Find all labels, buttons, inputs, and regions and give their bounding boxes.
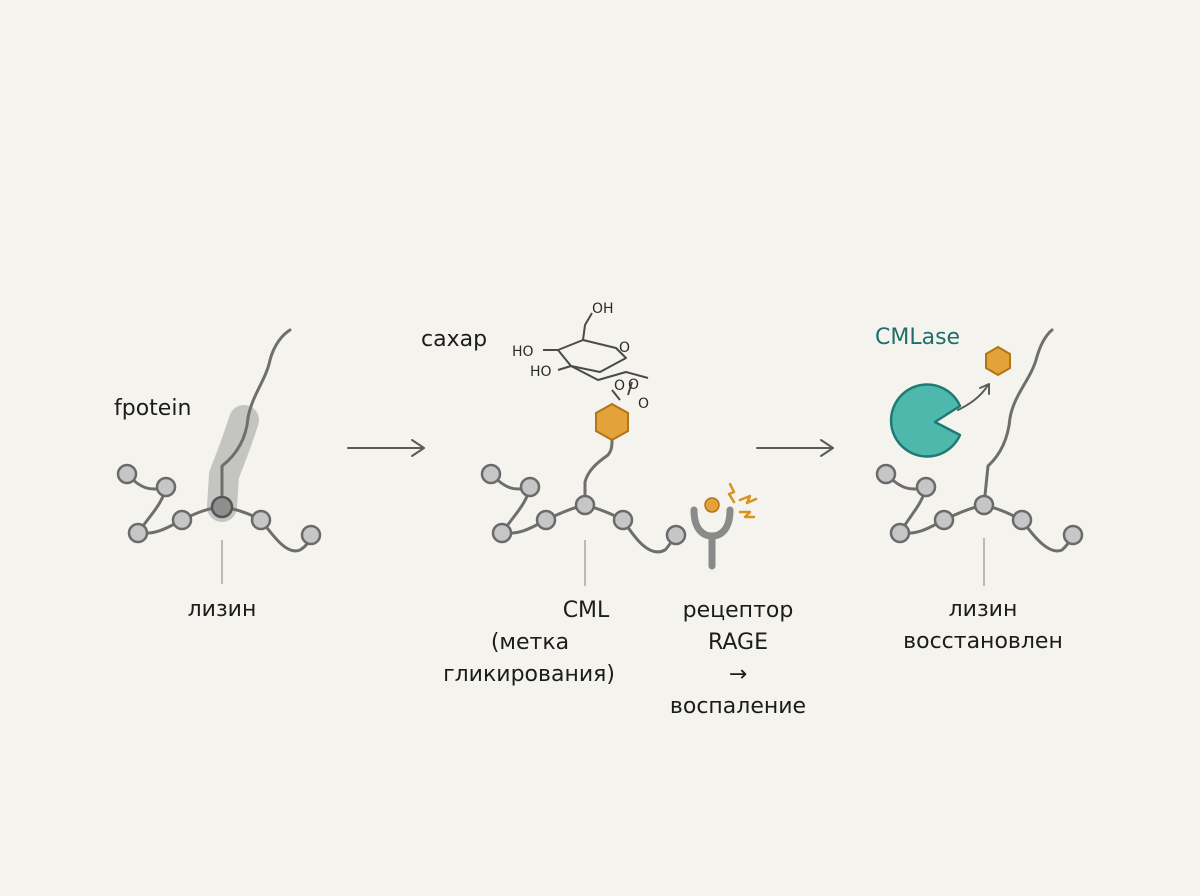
protein-bead xyxy=(1011,509,1033,531)
arrow-step-1 xyxy=(347,439,425,457)
protein-bead xyxy=(915,476,937,498)
cml-bead xyxy=(574,494,596,516)
panel-restored: CMLase лизин восстановлен xyxy=(875,325,1084,654)
lysine-side-chain xyxy=(220,328,292,509)
protein-bead xyxy=(491,522,513,544)
enzyme-label: CMLase xyxy=(875,325,960,350)
cml-label-line1: CML xyxy=(563,598,610,623)
protein-bead xyxy=(535,509,557,531)
rage-receptor-icon xyxy=(690,497,734,570)
svg-text:HO: HO xyxy=(530,364,552,380)
rage-label-line2: RAGE xyxy=(708,630,768,655)
panel-protein: fpotein лизин xyxy=(114,328,322,622)
cml-label-line2: (метка xyxy=(491,630,569,655)
panel-glycated: OH HO HO O O O O сахар CML (метка гликир… xyxy=(421,301,806,719)
svg-text:O: O xyxy=(638,396,649,412)
hexagon-icon xyxy=(985,345,1011,377)
protein-bead xyxy=(155,476,177,498)
rage-label-line1: рецептор xyxy=(683,598,794,623)
protein-bead xyxy=(250,509,272,531)
protein-bead xyxy=(1062,524,1084,546)
protein-bead xyxy=(665,524,687,546)
pacman-enzyme-icon xyxy=(889,383,962,458)
restored-chain xyxy=(884,472,1075,553)
rage-ligand xyxy=(704,497,720,513)
svg-text:O: O xyxy=(628,377,639,393)
protein-chain xyxy=(125,472,313,553)
protein-bead xyxy=(889,522,911,544)
restored-side-chain xyxy=(982,328,1054,507)
restored-label-line2: восстановлен xyxy=(903,629,1063,654)
rage-label-line4: воспаление xyxy=(670,694,806,719)
arrow-step-2 xyxy=(756,439,834,457)
lysine-label: лизин xyxy=(188,597,257,622)
release-arrow xyxy=(957,384,989,411)
adduct-hexagon xyxy=(595,402,629,442)
lightning-icon xyxy=(727,482,758,519)
protein-bead xyxy=(612,509,634,531)
protein-bead xyxy=(519,476,541,498)
restored-label-line1: лизин xyxy=(949,597,1018,622)
rage-label-line3: → xyxy=(729,662,747,687)
protein-label: fpotein xyxy=(114,396,191,421)
sugar-label: сахар xyxy=(421,327,487,352)
protein-bead xyxy=(171,509,193,531)
glycated-chain xyxy=(489,472,678,554)
svg-text:OH: OH xyxy=(592,301,614,317)
protein-bead xyxy=(116,463,138,485)
cml-label-line3: гликирования) xyxy=(443,662,615,687)
svg-text:O: O xyxy=(614,378,625,394)
release-arrowhead xyxy=(979,383,990,395)
svg-text:O: O xyxy=(619,340,630,356)
svg-text:HO: HO xyxy=(512,344,534,360)
restored-lysine-bead xyxy=(973,494,995,516)
protein-bead xyxy=(127,522,149,544)
protein-bead xyxy=(300,524,322,546)
protein-bead xyxy=(875,463,897,485)
sugar-molecule: OH HO HO O O O O xyxy=(512,301,649,412)
protein-bead xyxy=(933,509,955,531)
lysine-bead xyxy=(210,495,234,519)
protein-bead xyxy=(480,463,502,485)
cml-side-chain xyxy=(583,438,614,507)
